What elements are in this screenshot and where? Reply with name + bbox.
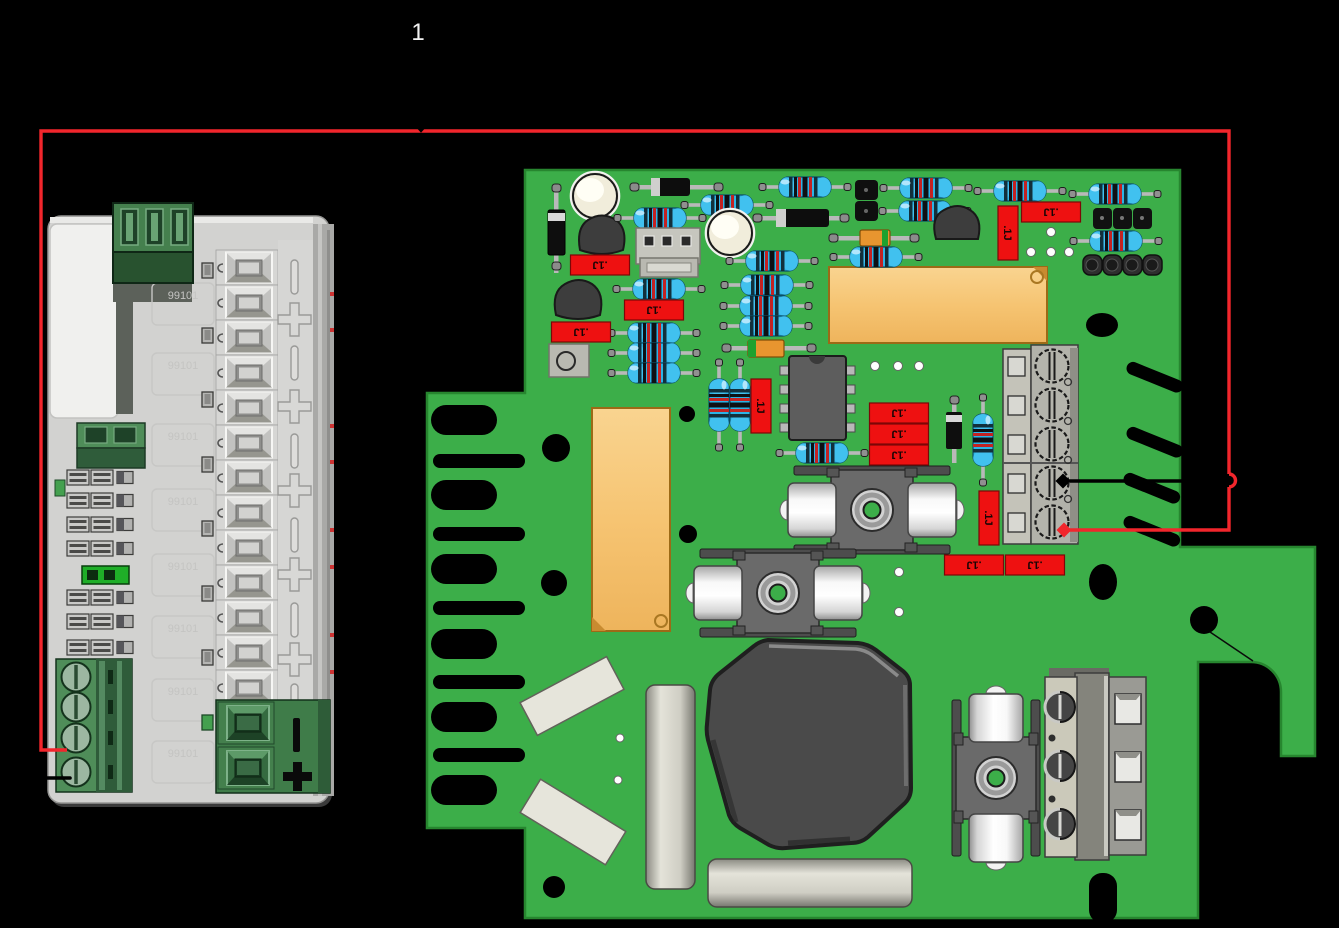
svg-text:99101: 99101 <box>168 360 199 372</box>
svg-text:99101: 99101 <box>168 496 199 508</box>
svg-text:99101: 99101 <box>168 623 199 635</box>
svg-text:99101: 99101 <box>168 748 199 760</box>
svg-text:99101: 99101 <box>168 686 199 698</box>
svg-text:99101: 99101 <box>168 431 199 443</box>
svg-text:99101: 99101 <box>168 290 199 302</box>
svg-text:1: 1 <box>411 19 424 46</box>
svg-text:99101: 99101 <box>168 561 199 573</box>
